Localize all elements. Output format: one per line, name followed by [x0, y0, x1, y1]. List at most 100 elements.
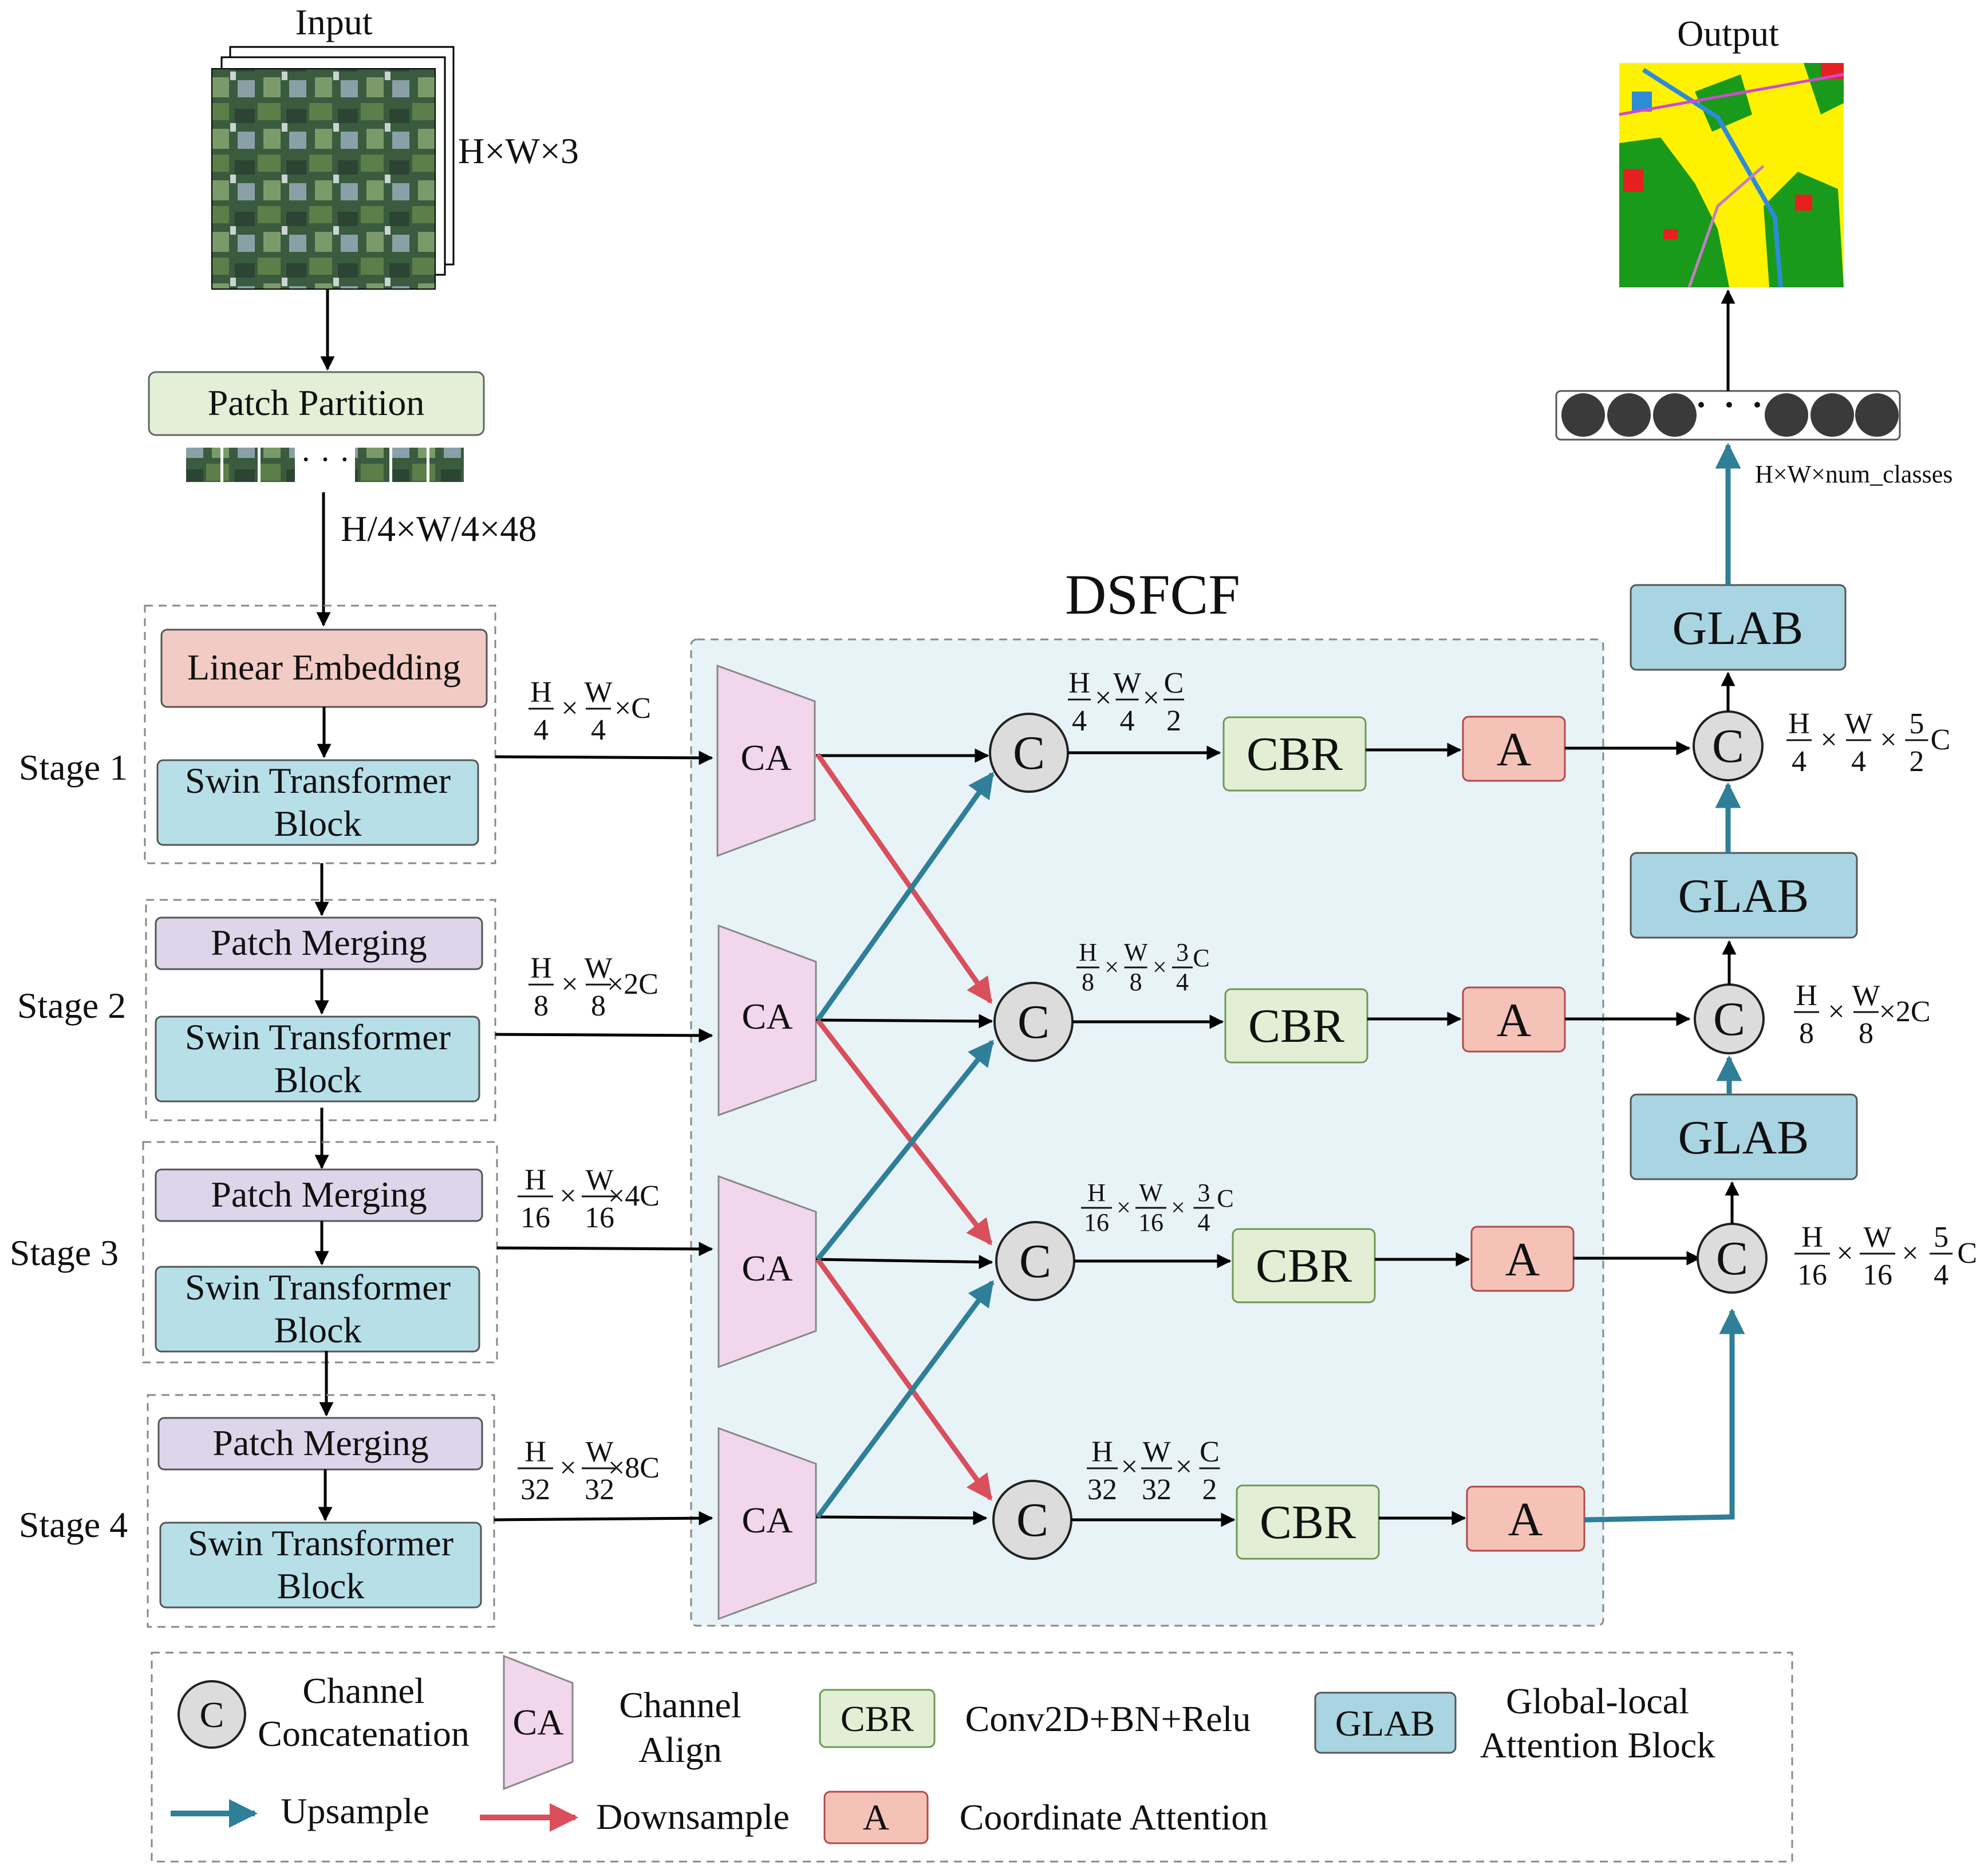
stage2-swin-label-1: Swin Transformer: [185, 1017, 451, 1057]
concat-node-3: C: [995, 1221, 1075, 1301]
cdim4-c-num: C: [1200, 1436, 1220, 1468]
cdim1-w-num: W: [1113, 667, 1141, 700]
svg-text:C: C: [1713, 993, 1745, 1046]
svg-text:A: A: [1497, 723, 1532, 776]
rdim1-w-num: W: [1844, 708, 1872, 740]
svg-text:CBR: CBR: [1256, 1239, 1352, 1293]
legend-concat-text-1: Channel: [302, 1670, 424, 1711]
cdim1-c-den: 2: [1166, 705, 1181, 737]
concat-node-4: C: [992, 1480, 1072, 1560]
rdim3-times1: ×: [1836, 1237, 1853, 1270]
stage3-frame: [142, 1141, 498, 1364]
cdim4-times1: ×: [1121, 1451, 1138, 1483]
fdim2-h-den: 8: [534, 990, 549, 1022]
cdim1-c-num: C: [1164, 667, 1184, 700]
fdim2-h-num: H: [530, 952, 552, 985]
rdim1-w-den: 4: [1851, 745, 1866, 778]
patch-partition-label: Patch Partition: [208, 382, 425, 423]
svg-text:A: A: [1508, 1493, 1543, 1546]
stage1-swin-box: [156, 759, 479, 846]
fdim4-times: ×: [559, 1452, 576, 1484]
fdim4-h-num: H: [524, 1436, 546, 1468]
patch-partition-box: [148, 371, 485, 436]
stage4-to-ca-arrow: [494, 1511, 713, 1526]
input-dims: H×W×3: [458, 131, 579, 171]
rdim1-h-den: 4: [1792, 745, 1806, 778]
cdim2-times2: ×: [1153, 953, 1167, 981]
cdim1-times2: ×: [1143, 682, 1159, 714]
cdim1-h-den: 4: [1072, 705, 1087, 737]
downsample-arrow-3: [815, 1258, 993, 1501]
svg-text:CBR: CBR: [1247, 728, 1343, 781]
cdim3-times2: ×: [1171, 1194, 1185, 1222]
rdim1-h-num: H: [1788, 708, 1810, 740]
legend-upsample-text: Upsample: [281, 1791, 429, 1831]
linear-embedding-label: Linear Embedding: [187, 647, 461, 687]
fdim1-c: ×C: [614, 692, 651, 725]
rdim2-h-den: 8: [1799, 1017, 1814, 1050]
svg-text:GLAB: GLAB: [1673, 602, 1804, 655]
ca-label: CA: [742, 1248, 793, 1289]
right-concat-3: C: [1697, 1223, 1768, 1294]
cdim3-h-den: 16: [1084, 1208, 1109, 1236]
legend-glab-text-1: Global-local: [1506, 1681, 1689, 1721]
ca-label: CA: [741, 737, 792, 778]
stage2-swin-label-2: Block: [274, 1060, 362, 1100]
cdim4-c-den: 2: [1202, 1473, 1217, 1506]
stage1-frame: [144, 604, 496, 864]
fdim4-c: ×8C: [608, 1452, 660, 1484]
legend-concat-text-2: Concatenation: [258, 1713, 470, 1754]
cdim3-times1: ×: [1117, 1194, 1131, 1222]
stage3-swin-label-2: Block: [274, 1310, 362, 1350]
fdim4-w-num: W: [585, 1436, 613, 1468]
glab-3: GLAB: [1630, 1093, 1858, 1180]
fdim3-h-num: H: [524, 1164, 546, 1196]
ca-row-4: CA: [717, 1427, 817, 1621]
ca-row-1: CA: [716, 664, 816, 858]
a4-upsample-path: [1584, 1308, 1745, 1523]
rdim3-h-num: H: [1801, 1221, 1823, 1254]
legend-concat: C Channel Concatenation: [178, 1670, 470, 1754]
partition-dims: H/4×W/4×48: [341, 508, 537, 549]
attn-row-1: A: [1462, 716, 1566, 782]
cdim2-times1: ×: [1105, 953, 1119, 981]
cdim3-suffix: C: [1217, 1184, 1233, 1212]
stage4-swin-label-2: Block: [277, 1566, 365, 1606]
svg-text:C: C: [1716, 1232, 1748, 1285]
cdim1-w-den: 4: [1120, 705, 1135, 737]
rdim3-suffix: C: [1957, 1237, 1977, 1270]
stage4-merging-box: [157, 1417, 483, 1471]
svg-text:C: C: [1017, 995, 1050, 1049]
cdim2-suffix: C: [1193, 944, 1209, 972]
fdim2-times: ×: [561, 968, 578, 1001]
svg-text:CBR: CBR: [1248, 999, 1344, 1053]
cdim3-h-num: H: [1087, 1179, 1106, 1207]
glab-2: GLAB: [1630, 852, 1858, 939]
cdim4-h-num: H: [1091, 1436, 1113, 1468]
fdim4-h-den: 32: [520, 1473, 550, 1506]
cdim3-c-den: 4: [1198, 1208, 1210, 1236]
svg-text:C: C: [1013, 726, 1045, 780]
legend-downsample-text: Downsample: [596, 1796, 790, 1837]
cbr-row-1: CBR: [1222, 716, 1367, 792]
svg-text:C: C: [1712, 720, 1744, 773]
cbr-row-2: CBR: [1224, 988, 1368, 1064]
legend-attn: A Coordinate Attention: [823, 1791, 1268, 1844]
cdim2-h-den: 8: [1082, 968, 1094, 996]
downsample-arrow-1: [815, 753, 993, 1004]
legend-attn-symbol: A: [863, 1797, 889, 1838]
dsfcf-title: DSFCF: [1065, 563, 1240, 626]
attn-row-2: A: [1462, 986, 1566, 1053]
stage1-swin-label-1: Swin Transformer: [185, 760, 451, 801]
patch-thumbnails: [186, 448, 464, 482]
fdim2-c: ×2C: [607, 968, 658, 1001]
right-concat-1: C: [1693, 710, 1764, 781]
legend-cbr-symbol: CBR: [841, 1698, 914, 1739]
output-segmentation-image: [1619, 63, 1844, 288]
legend-glab: GLAB Global-local Attention Block: [1314, 1681, 1715, 1765]
rdim3-c-num: 5: [1934, 1221, 1948, 1254]
output-dims: H×W×num_classes: [1755, 460, 1953, 488]
fdim1-w-num: W: [584, 676, 612, 709]
